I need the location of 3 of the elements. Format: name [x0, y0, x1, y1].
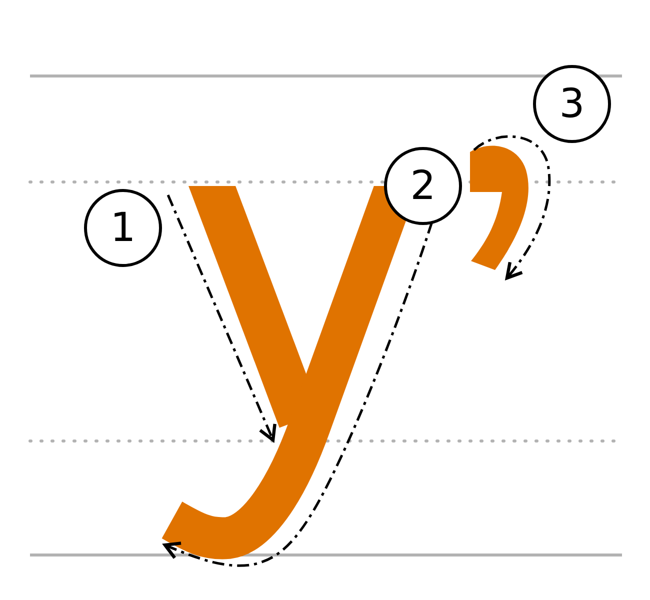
callout-number: 2 — [410, 166, 436, 206]
callout-number: 3 — [559, 84, 585, 124]
callout-number: 1 — [110, 208, 136, 248]
